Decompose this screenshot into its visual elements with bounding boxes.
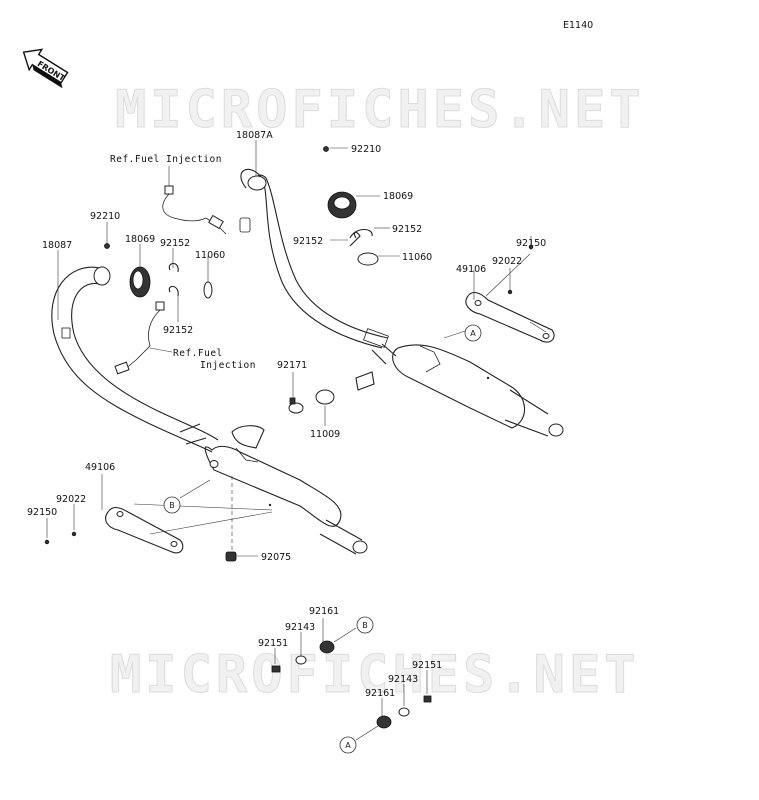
ref-fuel-injection-left-2: Injection [200, 360, 256, 371]
muffler-left [204, 445, 368, 555]
label-92161-b: 92161 [309, 606, 339, 617]
svg-text:A: A [345, 741, 351, 750]
callout-a-right: A [464, 324, 482, 342]
hardware-group-b [271, 627, 357, 673]
label-92210-top: 92210 [351, 144, 381, 155]
gasket-11060-right [357, 252, 379, 266]
label-92152-r1: 92152 [392, 224, 422, 235]
label-18069-top: 18069 [383, 191, 413, 202]
exhaust-pipe-18087 [51, 266, 265, 453]
front-arrow-icon: FRONT [22, 48, 69, 89]
label-11060-left: 11060 [195, 250, 225, 261]
bolt-92210-top [323, 146, 329, 152]
label-92150-right: 92150 [516, 238, 546, 249]
svg-text:B: B [169, 501, 175, 510]
watermark-bottom: MICROFICHES.NET [110, 645, 640, 705]
hardware-group-a [355, 695, 432, 741]
label-18069-left: 18069 [125, 234, 155, 245]
label-92152-r2: 92152 [293, 236, 323, 247]
fuel-injection-sensor-left [114, 301, 173, 375]
ring-92152-b [349, 231, 361, 247]
label-92143-b: 92143 [285, 622, 315, 633]
callout-b-left: B [163, 496, 181, 514]
label-92171: 92171 [277, 360, 307, 371]
label-18087: 18087 [42, 240, 72, 251]
svg-text:B: B [362, 621, 368, 630]
ring-92152-left-b [168, 285, 179, 297]
bushing-11009 [315, 389, 335, 405]
leader-lines [46, 140, 532, 716]
ring-92152-a [349, 228, 373, 239]
heat-shield-left [105, 503, 273, 554]
muffler-right [392, 344, 564, 437]
label-92022-left: 92022 [56, 494, 86, 505]
label-92161-a: 92161 [365, 688, 395, 699]
watermark-top: MICROFICHES.NET [115, 80, 645, 140]
clamp-92171 [288, 397, 304, 414]
label-49106-left: 49106 [85, 462, 115, 473]
gasket-18069-top [327, 191, 357, 219]
ref-fuel-injection-top: Ref.Fuel Injection [110, 154, 222, 165]
washer-92022-left [71, 531, 77, 537]
svg-text:A: A [470, 329, 476, 338]
diagram-id: E1140 [563, 20, 593, 31]
label-92152-l1: 92152 [160, 238, 190, 249]
label-92022-right: 92022 [492, 256, 522, 267]
label-92151-b: 92151 [258, 638, 288, 649]
fuel-injection-sensor-top [162, 166, 227, 235]
label-18087a: 18087A [236, 130, 273, 141]
bolt-92150-left [44, 539, 50, 545]
label-92143-a: 92143 [388, 674, 418, 685]
label-11009: 11009 [310, 429, 340, 440]
ring-92152-left-a [168, 262, 179, 273]
label-92150-left: 92150 [27, 507, 57, 518]
bolt-92210-left [104, 243, 110, 249]
connector-pipe [355, 371, 375, 391]
gasket-18069-left [129, 266, 151, 298]
ref-fuel-injection-left-1: Ref.Fuel [173, 348, 223, 359]
label-92151-a: 92151 [412, 660, 442, 671]
grommet-92075 [225, 551, 237, 562]
callout-a-hardware: A [339, 736, 357, 754]
label-11060-right: 11060 [402, 252, 432, 263]
exhaust-pipe-18087a [239, 168, 397, 365]
label-92152-l2: 92152 [163, 325, 193, 336]
label-92075: 92075 [261, 552, 291, 563]
label-92210-left: 92210 [90, 211, 120, 222]
gasket-11060-left [203, 281, 213, 299]
heat-shield-right [465, 253, 555, 343]
callout-b-hardware: B [356, 616, 374, 634]
label-49106-right: 49106 [456, 264, 486, 275]
